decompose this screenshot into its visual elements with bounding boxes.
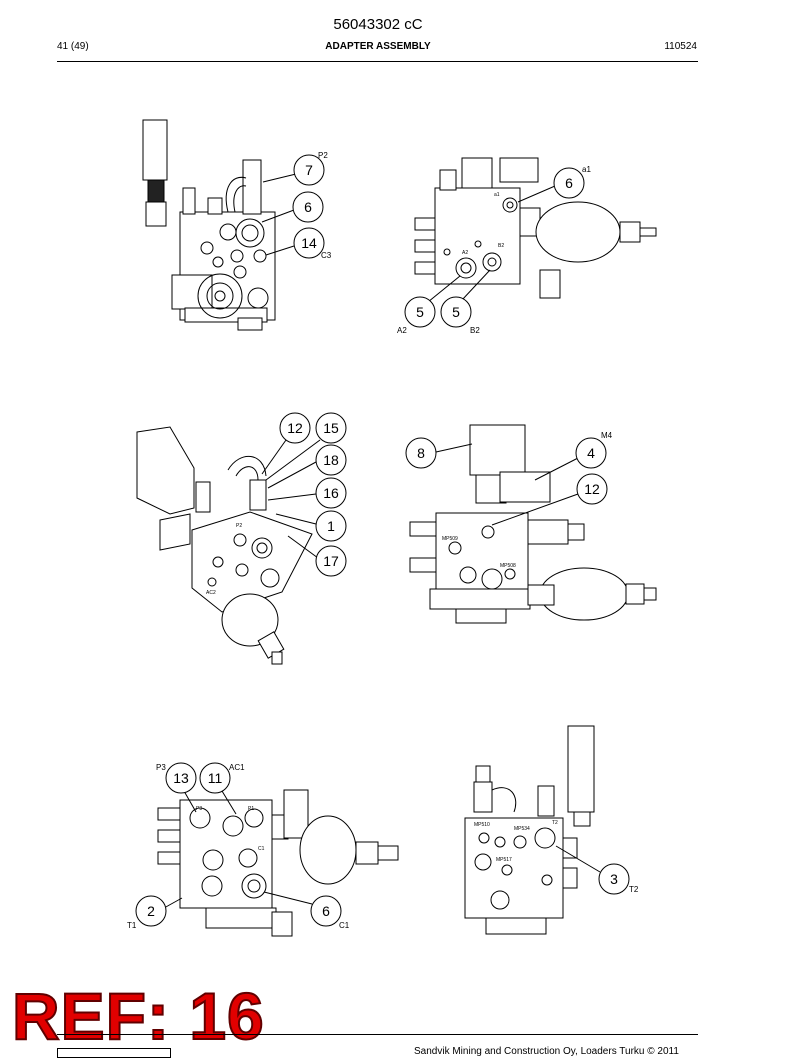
svg-text:3: 3 [610,871,618,887]
v6-port-t2: T2 [552,820,558,826]
v5-port-c1: C1 [258,846,265,852]
view-5-drawing: P3 P1 C1 P3 AC1 T1 C1 [127,763,399,937]
v1-label-c3: C3 [321,251,332,260]
v6-label-t2: T2 [629,885,639,894]
svg-text:12: 12 [287,420,303,436]
document-title: ADAPTER ASSEMBLY [325,41,431,52]
v5-label-t1: T1 [127,921,137,930]
v3-callout-15: 15 [315,412,347,444]
v6-port-mp534: MP534 [514,826,530,832]
v3-port-p2: P2 [236,523,242,529]
v3-callout-1: 1 [315,510,347,542]
svg-text:8: 8 [417,445,425,461]
svg-text:4: 4 [587,445,595,461]
header-rule [57,61,698,62]
view-4-drawing: MP509 MP508 M4 [409,424,657,624]
v6-callout-3: 3 [598,863,630,895]
v4-callout-4: 4 [575,437,607,469]
v5-label-p3: P3 [156,763,166,772]
svg-text:1: 1 [327,518,335,534]
v5-port-p3: P3 [196,806,202,812]
v1-callout-14: 14 [293,227,325,259]
v2-port-a1: a1 [494,192,500,198]
page-number: 41 (49) [57,41,89,52]
v3-callout-17: 17 [315,545,347,577]
v5-label-c1: C1 [339,921,350,930]
v3-callout-18: 18 [315,444,347,476]
v4-callout-8: 8 [405,437,437,469]
v1-label-p2: P2 [318,151,328,160]
view-2-drawing: a1 A2 B2 a1 A2 B2 [397,157,657,335]
svg-text:6: 6 [304,199,312,215]
v6-port-mp517: MP517 [496,857,512,863]
v6-port-mp510: MP510 [474,822,490,828]
svg-text:7: 7 [305,162,313,178]
v5-port-p1: P1 [248,806,254,812]
v4-callout-12: 12 [576,473,608,505]
svg-text:14: 14 [301,235,317,251]
v3-port-ac2: AC2 [206,590,216,596]
footer-copyright: Sandvik Mining and Construction Oy, Load… [414,1046,679,1057]
view-6-drawing: MP510 MP534 MP517 T2 T2 [464,725,639,935]
svg-text:17: 17 [323,553,339,569]
document-number: 56043302 cC [333,16,423,33]
v2-label-b2: B2 [470,326,480,335]
v2-port-b2: B2 [498,243,504,249]
v4-port-mp509: MP509 [442,536,458,542]
svg-text:16: 16 [323,485,339,501]
view-1-drawing: P2 C3 [142,119,332,331]
v5-label-ac1: AC1 [229,763,245,772]
svg-text:11: 11 [208,770,223,786]
v1-callout-6: 6 [292,191,324,223]
svg-text:12: 12 [584,481,600,497]
svg-text:6: 6 [565,175,573,191]
v2-label-a2: A2 [397,326,407,335]
v5-callout-13: 13 [165,762,197,794]
v3-callout-16: 16 [315,477,347,509]
v2-port-a2: A2 [462,250,468,256]
view-3-drawing: P2 AC2 [136,426,321,665]
v2-callout-6: 6 [553,167,585,199]
v5-callout-2: 2 [135,895,167,927]
v4-label-m4: M4 [601,431,613,440]
svg-text:15: 15 [323,420,339,436]
svg-text:2: 2 [147,903,155,919]
v2-callout-5-b2: 5 [440,296,472,328]
footer-rule [57,1034,698,1035]
v2-callout-5-a2: 5 [404,296,436,328]
v5-callout-11: 11 [199,762,231,794]
svg-text:13: 13 [173,770,189,786]
v3-callout-12: 12 [279,412,311,444]
document-date: 110524 [664,41,697,52]
company-logo [57,1048,171,1058]
ref-stamp: REF: 16 [11,979,265,1053]
svg-text:5: 5 [416,304,424,320]
svg-text:18: 18 [323,452,339,468]
v2-label-a1: a1 [582,165,591,174]
v1-callout-7: 7 [293,154,325,186]
v5-callout-6: 6 [310,895,342,927]
svg-text:5: 5 [452,304,460,320]
svg-text:6: 6 [322,903,330,919]
v4-port-mp508: MP508 [500,563,516,569]
